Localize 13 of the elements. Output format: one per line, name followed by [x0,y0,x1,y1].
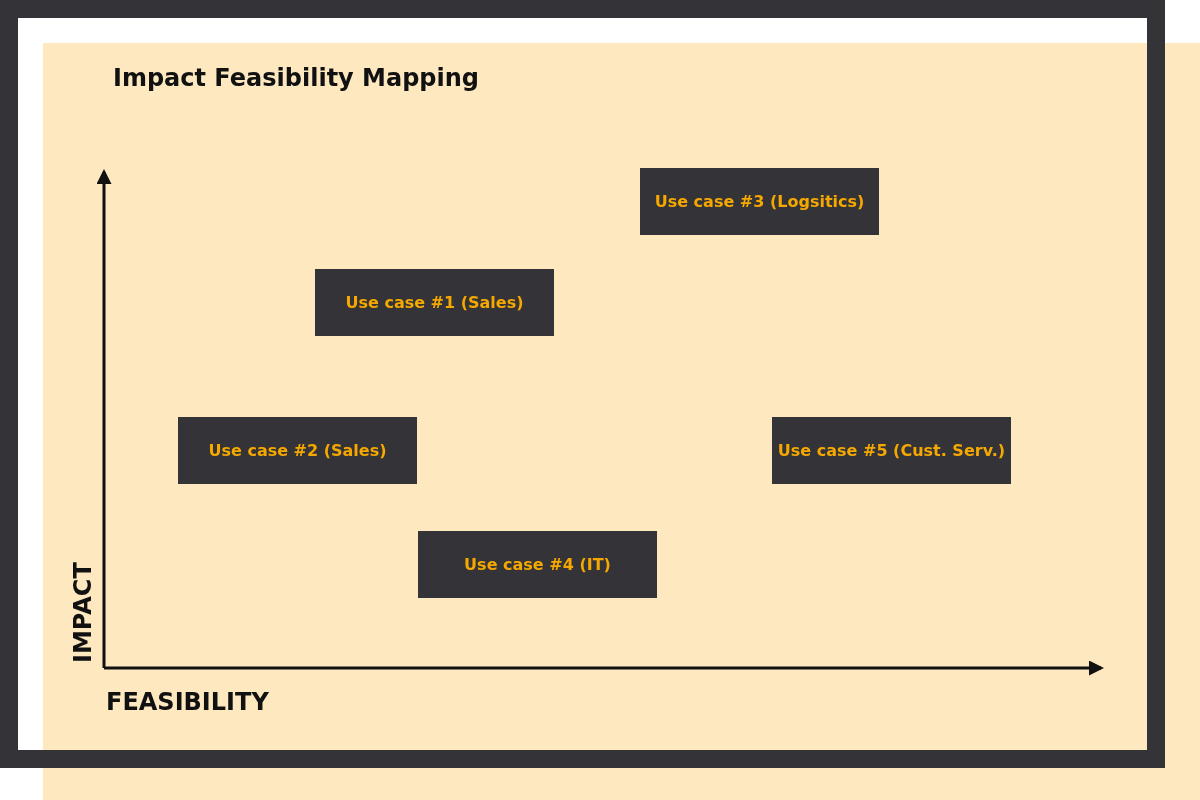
use-case-box [640,168,879,235]
use-case-box [772,417,1011,484]
use-case-box [178,417,417,484]
use-case-label: Use case #4 (IT) [464,555,611,574]
use-case-label: Use case #2 (Sales) [208,441,387,460]
use-case-box [418,531,657,598]
axis-label: FEASIBILITY [106,688,269,716]
use-case-box [315,269,554,336]
use-case-label: Use case #5 (Cust. Serv.) [777,441,1006,460]
use-case-label: Use case #3 (Logsitics) [654,192,865,211]
axis-label: IMPACT [69,562,97,663]
use-case-label: Use case #1 (Sales) [345,293,524,312]
chart-title: Impact Feasibility Mapping [113,64,480,92]
